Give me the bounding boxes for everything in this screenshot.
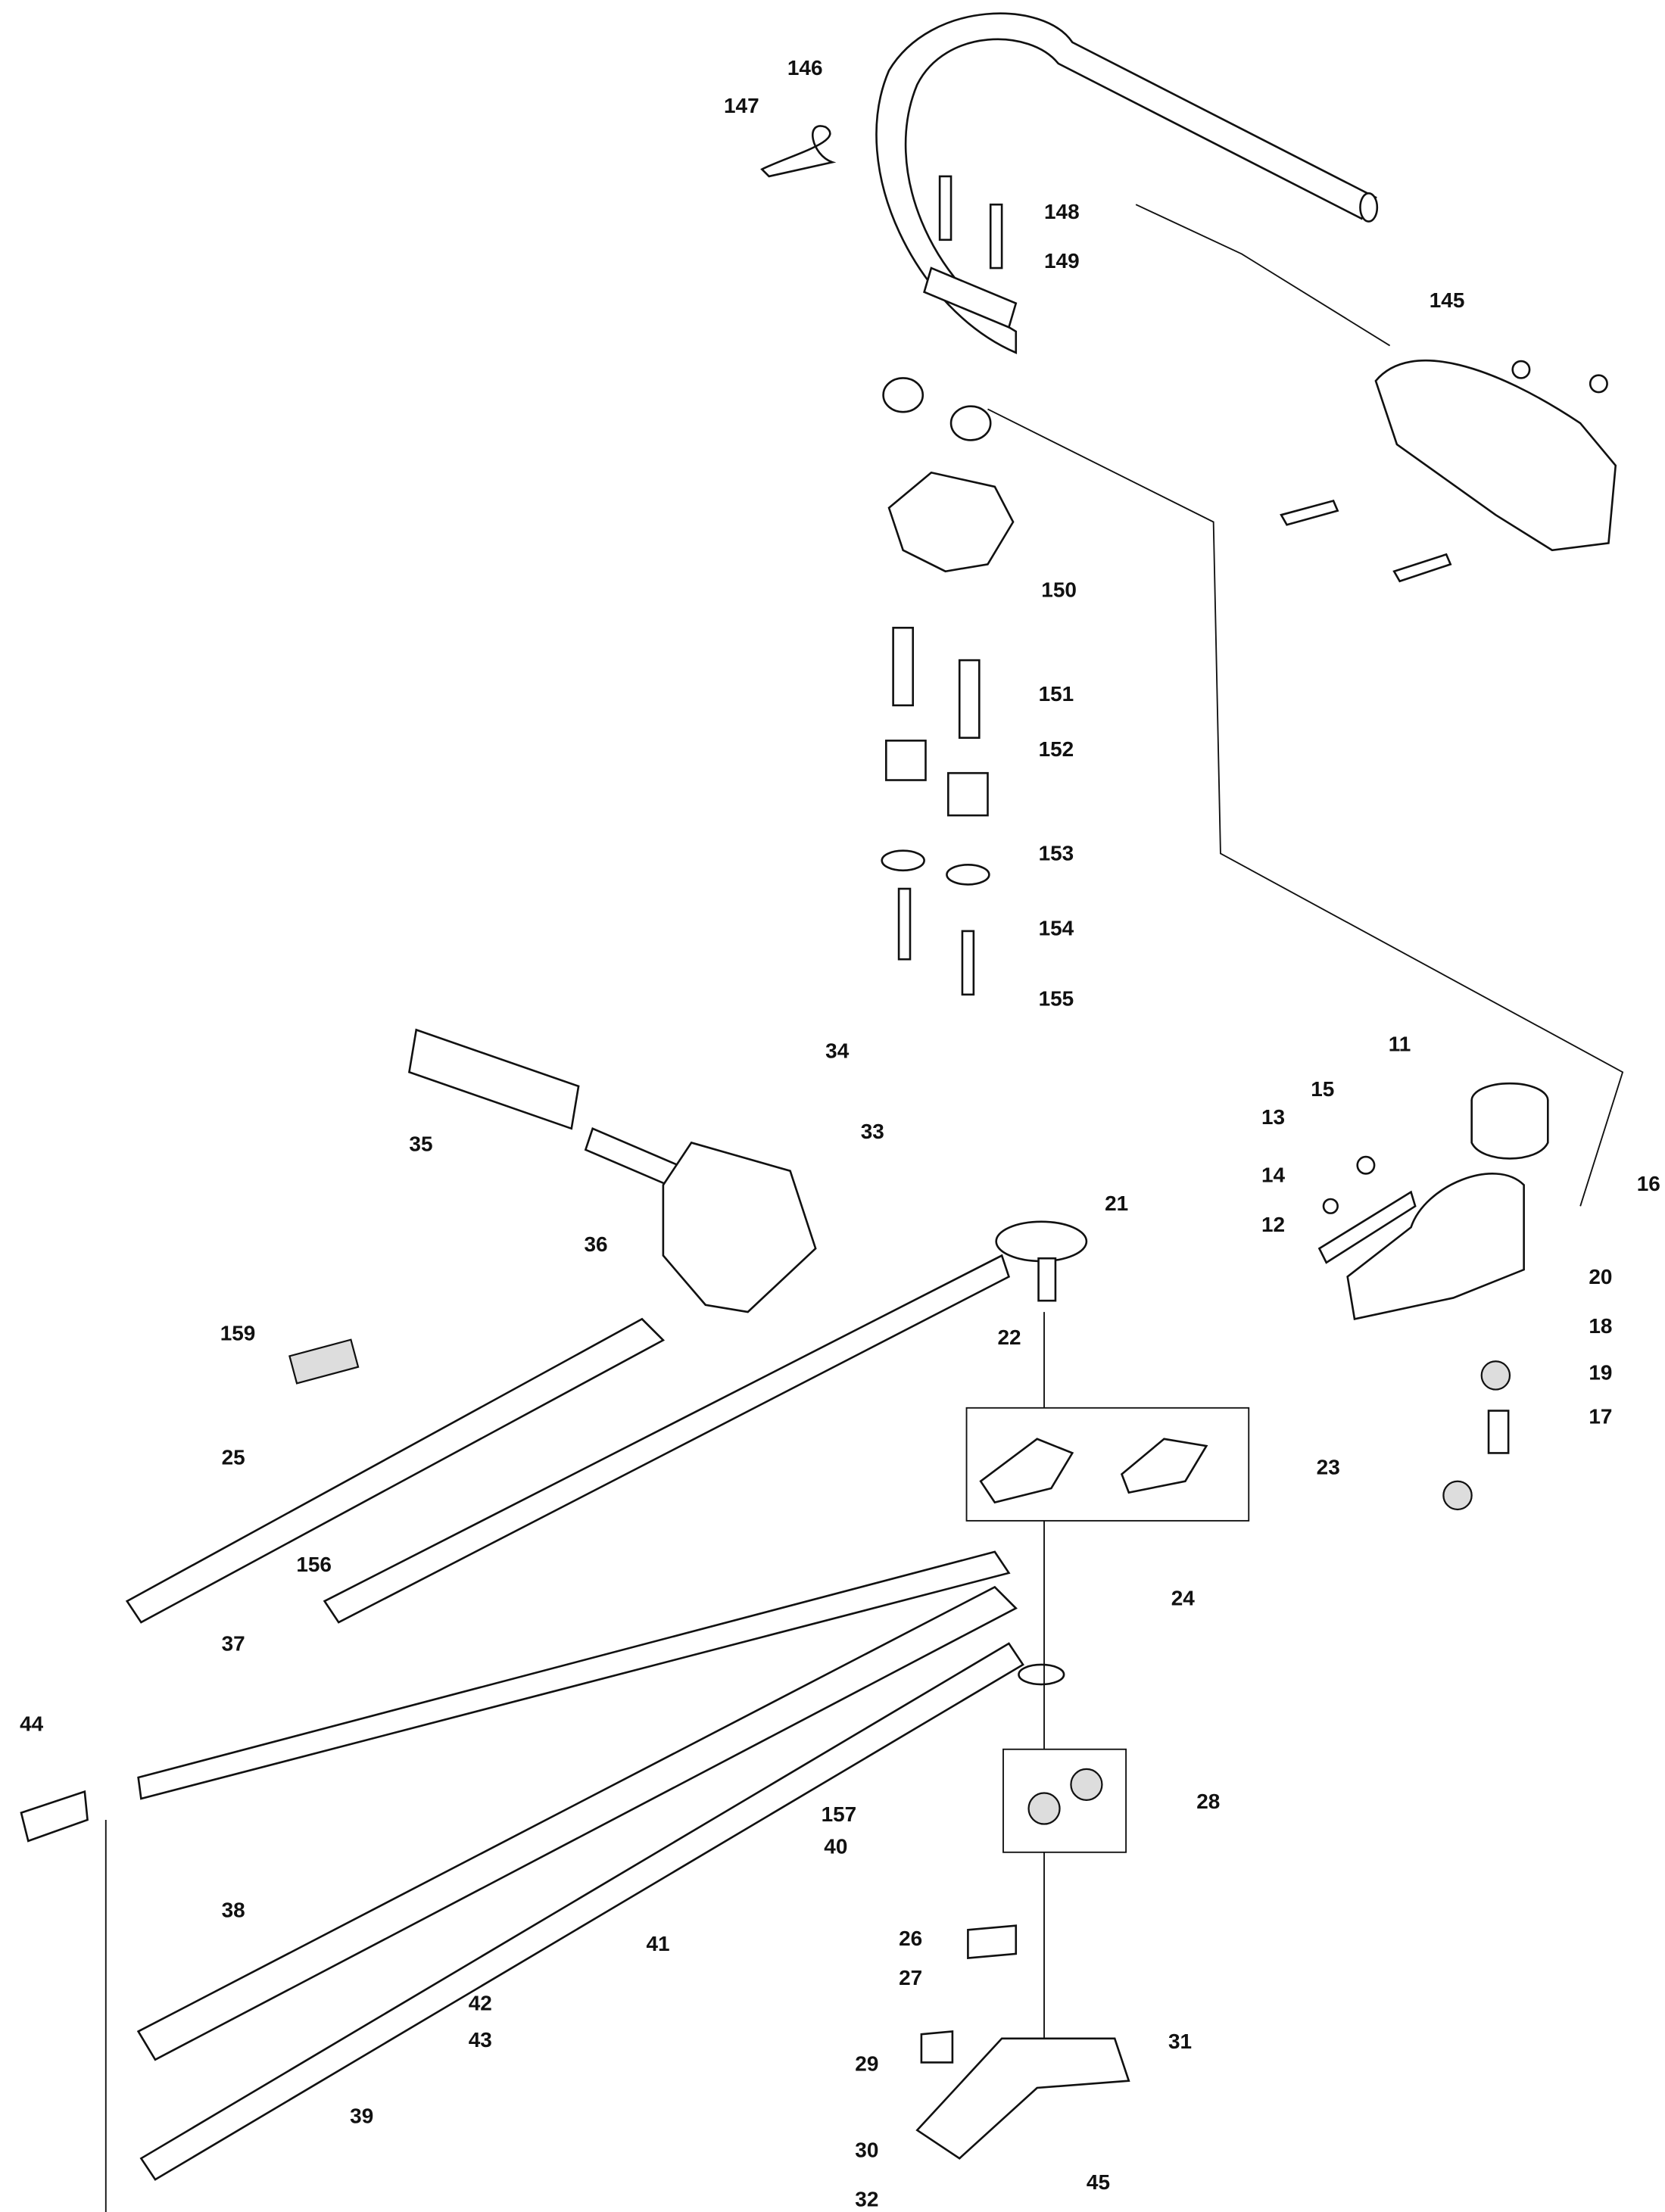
label-151: 151	[1039, 682, 1074, 706]
mount-parts	[881, 377, 1624, 1207]
label-39: 39	[350, 2105, 373, 2128]
label-25: 25	[222, 1445, 245, 1469]
label-23: 23	[1317, 1455, 1340, 1478]
label-17: 17	[1589, 1404, 1612, 1428]
label-33: 33	[861, 1120, 884, 1143]
label-150: 150	[1041, 578, 1077, 601]
label-159: 159	[220, 1321, 256, 1344]
label-32: 32	[855, 2188, 878, 2211]
label-31: 31	[1168, 2030, 1192, 2053]
blade-parts	[20, 1254, 1024, 2212]
label-22: 22	[998, 1326, 1021, 1349]
part-labels: 146 147 148 149 145 150 151 152 153 154 …	[20, 56, 1660, 2211]
label-12: 12	[1261, 1213, 1285, 1236]
label-44: 44	[20, 1712, 44, 1736]
label-147: 147	[724, 94, 759, 117]
label-24: 24	[1171, 1587, 1196, 1610]
label-14: 14	[1261, 1164, 1286, 1187]
label-42: 42	[469, 1992, 492, 2015]
label-19: 19	[1589, 1361, 1612, 1385]
throttle-handle-part	[1135, 204, 1617, 583]
loop-handle-part	[760, 12, 1379, 354]
label-29: 29	[855, 2052, 878, 2076]
front-handle-part	[407, 1028, 817, 1313]
label-148: 148	[1044, 200, 1080, 223]
label-18: 18	[1589, 1314, 1612, 1338]
label-34: 34	[825, 1039, 850, 1063]
label-153: 153	[1039, 842, 1074, 865]
label-36: 36	[585, 1232, 608, 1256]
label-35: 35	[409, 1132, 432, 1156]
label-149: 149	[1044, 249, 1080, 273]
label-37: 37	[222, 1631, 245, 1655]
label-152: 152	[1039, 737, 1074, 761]
label-26: 26	[899, 1927, 922, 1950]
label-41: 41	[647, 1932, 670, 1955]
label-21: 21	[1105, 1192, 1128, 1215]
label-43: 43	[469, 2028, 492, 2052]
label-27: 27	[899, 1966, 922, 1989]
label-20: 20	[1589, 1265, 1612, 1288]
label-28: 28	[1196, 1790, 1220, 1813]
label-16: 16	[1637, 1172, 1660, 1195]
label-30: 30	[855, 2138, 878, 2161]
gear-parts	[915, 1220, 1250, 2160]
label-38: 38	[222, 1899, 245, 1922]
label-146: 146	[787, 56, 823, 79]
label-145: 145	[1430, 288, 1465, 312]
label-154: 154	[1039, 917, 1074, 940]
gear-housing-parts	[1317, 1082, 1549, 1511]
label-156: 156	[296, 1553, 332, 1576]
label-157: 157	[822, 1802, 857, 1826]
label-155: 155	[1039, 987, 1074, 1011]
label-13: 13	[1261, 1105, 1285, 1129]
label-45: 45	[1087, 2170, 1110, 2194]
label-40: 40	[824, 1835, 847, 1858]
label-15: 15	[1311, 1077, 1334, 1101]
label-11: 11	[1389, 1032, 1411, 1055]
